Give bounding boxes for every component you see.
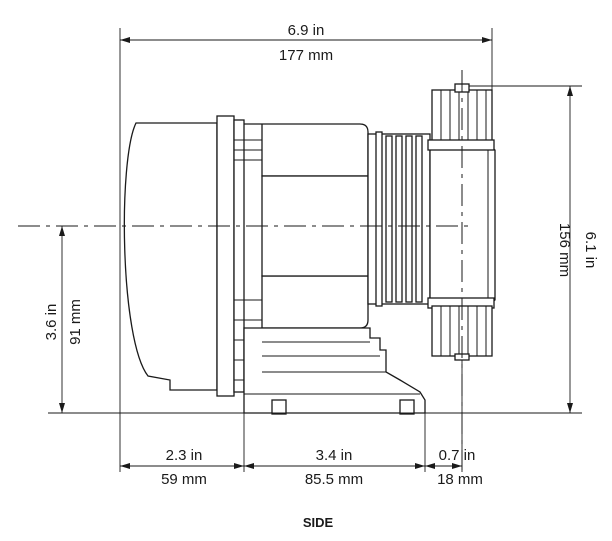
view-caption: SIDE: [303, 515, 334, 530]
motor-cap: [123, 122, 218, 391]
bottom-valve-nut: [427, 297, 495, 361]
ribbed-coupling: [367, 131, 431, 307]
center-height-imperial: 3.6 in: [43, 304, 60, 341]
lower-housing: [261, 275, 369, 329]
stepped-base: [243, 327, 426, 414]
right-foot: [399, 399, 415, 415]
bottom-left-imperial: 2.3 in: [166, 447, 203, 464]
overall-width-metric: 177 mm: [279, 47, 333, 64]
upper-housing: [244, 123, 369, 177]
top-valve-nut: [427, 83, 495, 151]
overall-width-imperial: 6.9 in: [288, 22, 325, 39]
center-height-dimension: 3.6 in 91 mm: [43, 226, 120, 414]
bottom-right-imperial: 0.7 in: [439, 447, 476, 464]
bottom-middle-imperial: 3.4 in: [316, 447, 353, 464]
left-foot: [271, 399, 287, 415]
pump-body: [123, 83, 496, 415]
motor-flange: [216, 115, 235, 397]
center-height-metric: 91 mm: [67, 299, 84, 345]
overall-height-imperial: 6.1 in: [582, 232, 599, 269]
overall-height-metric: 156 mm: [556, 223, 573, 277]
bottom-middle-metric: 85.5 mm: [305, 471, 363, 488]
bottom-right-metric: 18 mm: [437, 471, 483, 488]
bottom-left-metric: 59 mm: [161, 471, 207, 488]
overall-width-dimension: 6.9 in 177 mm: [119, 22, 493, 410]
